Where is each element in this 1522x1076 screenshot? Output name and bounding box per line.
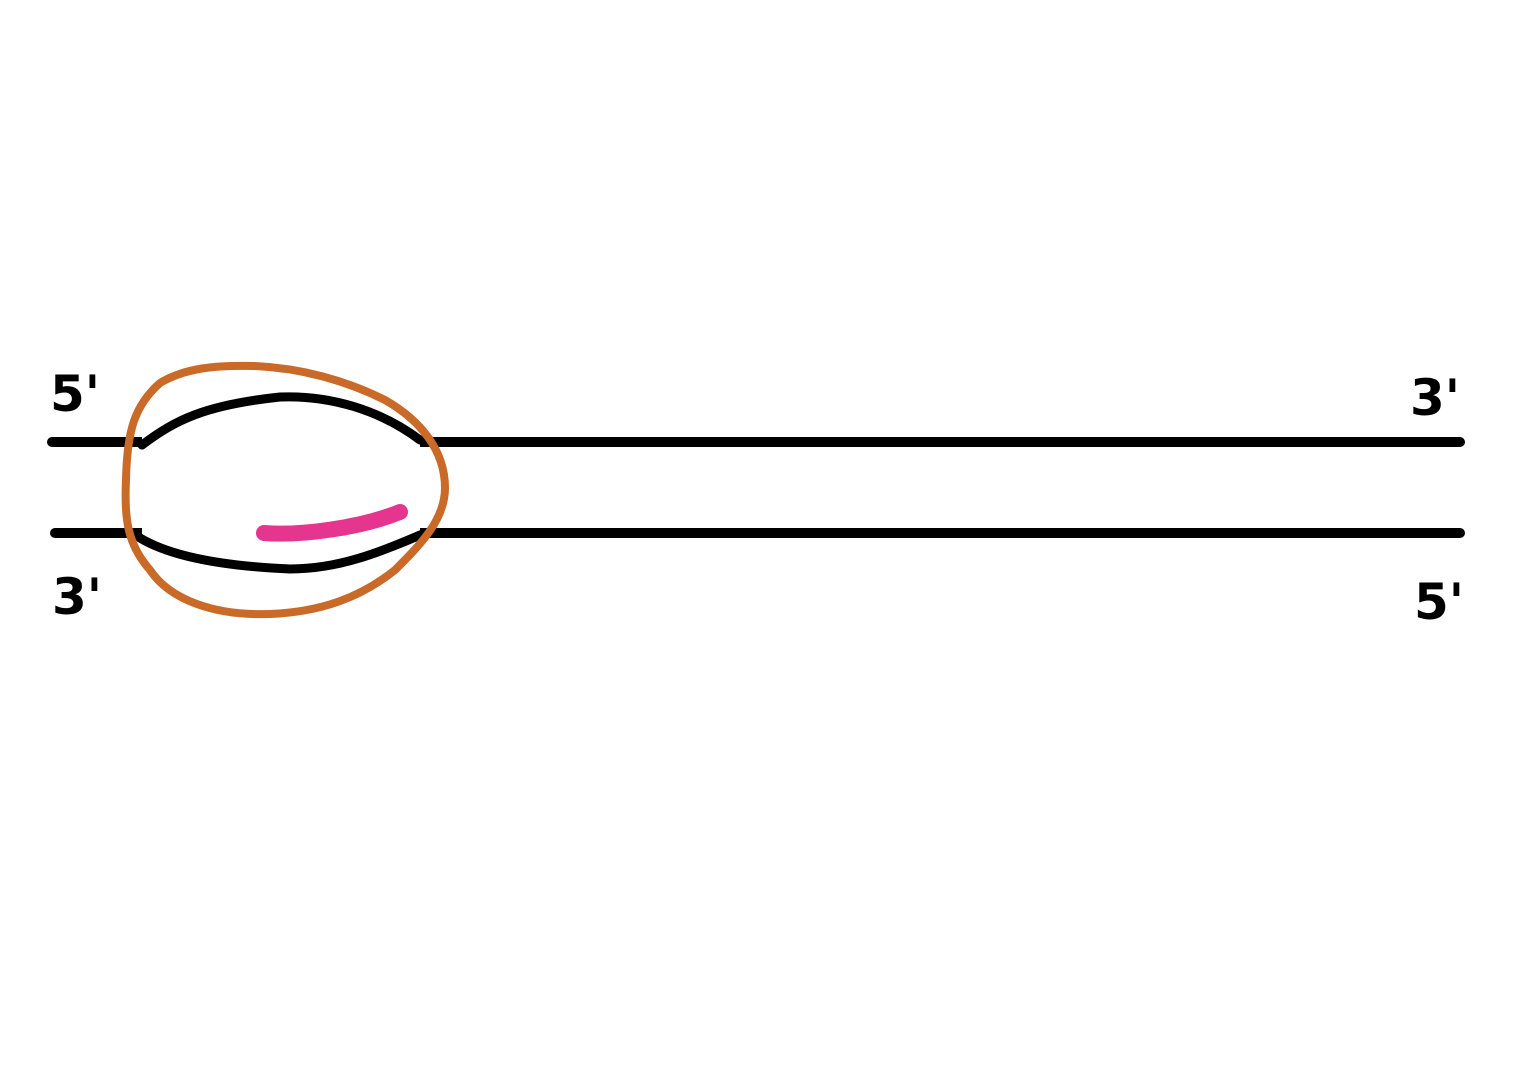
top-left-end-label: 5' (50, 365, 100, 423)
replication-bubble-outline (121, 361, 449, 619)
separated-top-strand (137, 392, 425, 450)
primer-segment (256, 504, 408, 542)
separated-bottom-strand (135, 528, 430, 574)
bottom-right-end-label: 5' (1414, 573, 1464, 631)
bottom-left-end-label: 3' (52, 568, 102, 626)
top-right-end-label: 3' (1410, 369, 1460, 427)
